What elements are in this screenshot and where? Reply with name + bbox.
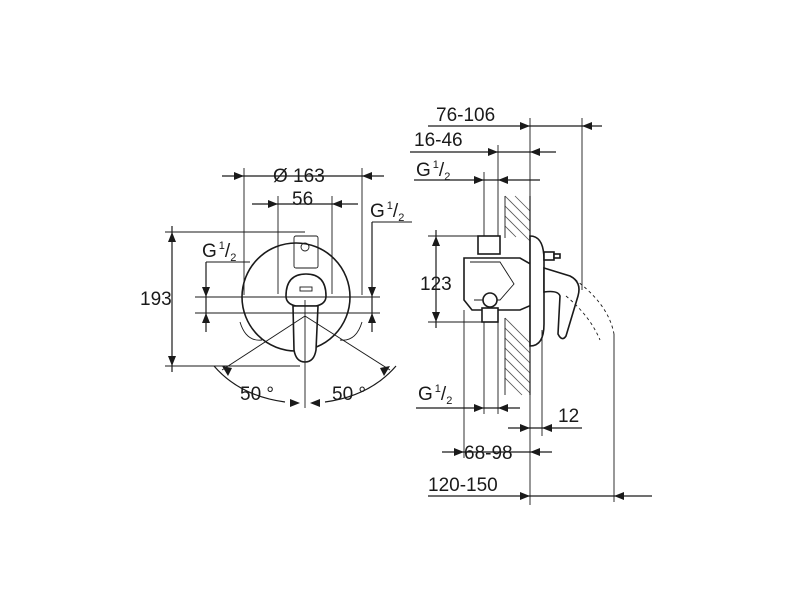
dim-diameter-label: Ø 163 [273,166,325,187]
lever-side [543,266,580,340]
cartridge-screw [300,242,310,252]
dim-height-side-label: 123 [420,274,452,295]
angle-right-label: 50 ° [332,384,366,405]
lever-base [285,273,327,307]
cartridge-outline [293,235,319,269]
diverter-knob [482,292,498,308]
dim-height-label: 193 [140,289,172,310]
wall-hatching [504,195,531,396]
inlet-stub-right [339,321,363,341]
dim-install-range-label: 68-98 [464,443,513,464]
dim-offset-range-label: 16-46 [414,130,463,151]
lever-handle [292,305,319,363]
angle-left-label: 50 ° [240,384,274,405]
inlet-stub-left [239,321,263,341]
dim-total-range-label: 120-150 [428,475,498,496]
dim-depth-range-label: 76-106 [436,105,495,126]
dim-thickness-label: 12 [558,406,579,427]
valve-housing [463,257,535,311]
dim-width-label: 56 [292,189,313,210]
lever-slot [299,286,313,292]
valve-body [477,235,501,255]
rosette-side [529,235,545,347]
